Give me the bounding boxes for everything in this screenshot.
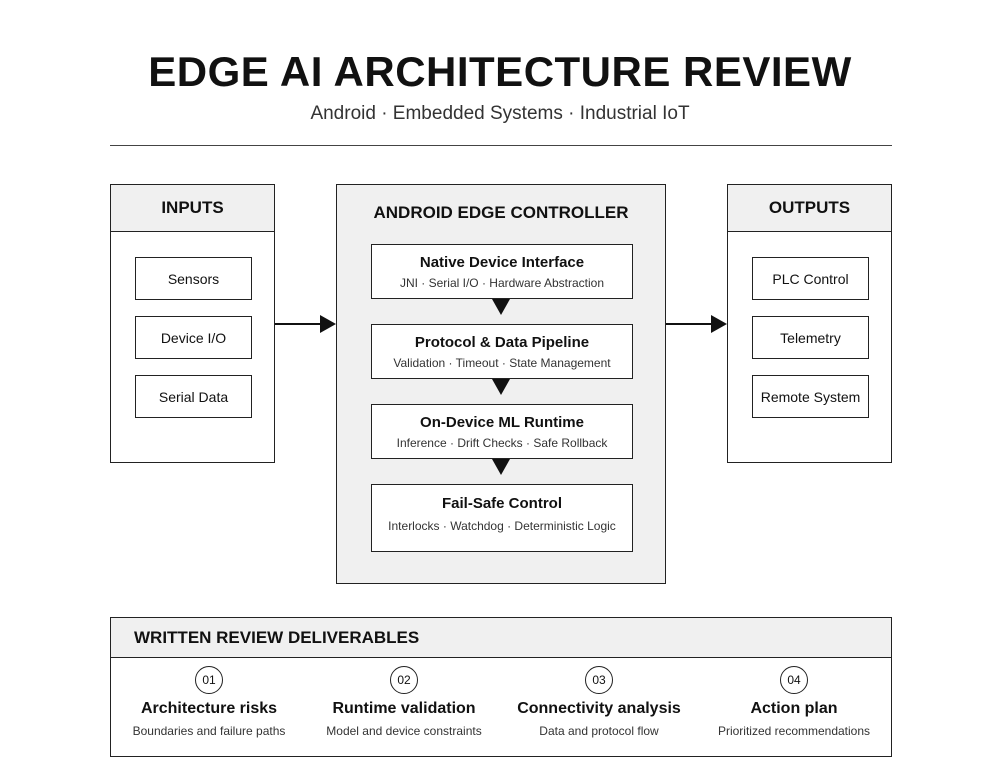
stage-title: On-Device ML Runtime (420, 414, 584, 431)
deliverable-title: Action plan (750, 700, 838, 717)
stage-native-device-interface: Native Device Interface JNI · Serial I/O… (371, 244, 633, 299)
stage-fail-safe-control: Fail-Safe Control Interlocks · Watchdog … (371, 484, 633, 552)
outputs-connector-line (666, 323, 712, 325)
outputs-title: OUTPUTS (728, 185, 891, 232)
deliverable-action-plan: 04 Action plan Prioritized recommendatio… (696, 666, 892, 738)
inputs-connector-line (275, 323, 321, 325)
arrow-down-icon (492, 299, 510, 315)
stage-title: Native Device Interface (419, 254, 585, 271)
deliverable-subtitle: Model and device constraints (326, 724, 482, 738)
deliverable-architecture-risks: 01 Architecture risks Boundaries and fai… (111, 666, 307, 738)
deliverable-number-badge: 01 (195, 666, 223, 694)
deliverable-number-badge: 04 (780, 666, 808, 694)
deliverable-runtime-validation: 02 Runtime validation Model and device c… (306, 666, 502, 738)
stage-title: Protocol & Data Pipeline (414, 334, 590, 351)
inputs-arrow-icon (320, 315, 336, 333)
stage-protocol-data-pipeline: Protocol & Data Pipeline Validation · Ti… (371, 324, 633, 379)
stage-subtitle: JNI · Serial I/O · Hardware Abstraction (399, 276, 605, 290)
deliverable-title: Connectivity analysis (517, 700, 681, 717)
stage-subtitle: Validation · Timeout · State Management (393, 356, 611, 370)
deliverable-title: Architecture risks (140, 700, 278, 717)
deliverable-title: Runtime validation (332, 700, 476, 717)
deliverable-number-badge: 03 (585, 666, 613, 694)
arrow-down-icon (492, 459, 510, 475)
inputs-panel: INPUTS Sensors Device I/O Serial Data (110, 184, 275, 463)
stage-on-device-ml-runtime: On-Device ML Runtime Inference · Drift C… (371, 404, 633, 459)
stage-subtitle: Inference · Drift Checks · Safe Rollback (396, 436, 608, 450)
stage-title: Fail-Safe Control (441, 495, 562, 512)
controller-panel: ANDROID EDGE CONTROLLER Native Device In… (336, 184, 666, 584)
deliverables-title: WRITTEN REVIEW DELIVERABLES (111, 618, 891, 658)
output-item-remote-system: Remote System (752, 375, 869, 418)
deliverable-subtitle: Boundaries and failure paths (132, 724, 286, 738)
output-item-plc-control: PLC Control (752, 257, 869, 300)
input-item-sensors: Sensors (135, 257, 252, 300)
header-divider (110, 145, 892, 146)
inputs-title: INPUTS (111, 185, 274, 232)
deliverable-subtitle: Prioritized recommendations (717, 724, 871, 738)
outputs-panel: OUTPUTS PLC Control Telemetry Remote Sys… (727, 184, 892, 463)
input-item-serial-data: Serial Data (135, 375, 252, 418)
deliverables-panel: WRITTEN REVIEW DELIVERABLES 01 Architect… (110, 617, 892, 757)
deliverable-connectivity-analysis: 03 Connectivity analysis Data and protoc… (501, 666, 697, 738)
deliverable-number-badge: 02 (390, 666, 418, 694)
input-item-device-io: Device I/O (135, 316, 252, 359)
page-subtitle: Android · Embedded Systems · Industrial … (310, 103, 690, 124)
output-item-telemetry: Telemetry (752, 316, 869, 359)
controller-title: ANDROID EDGE CONTROLLER (373, 203, 629, 222)
outputs-arrow-icon (711, 315, 727, 333)
deliverable-subtitle: Data and protocol flow (539, 724, 659, 738)
stage-subtitle: Interlocks · Watchdog · Deterministic Lo… (388, 519, 616, 533)
page-title: EDGE AI ARCHITECTURE REVIEW (148, 48, 852, 95)
arrow-down-icon (492, 379, 510, 395)
